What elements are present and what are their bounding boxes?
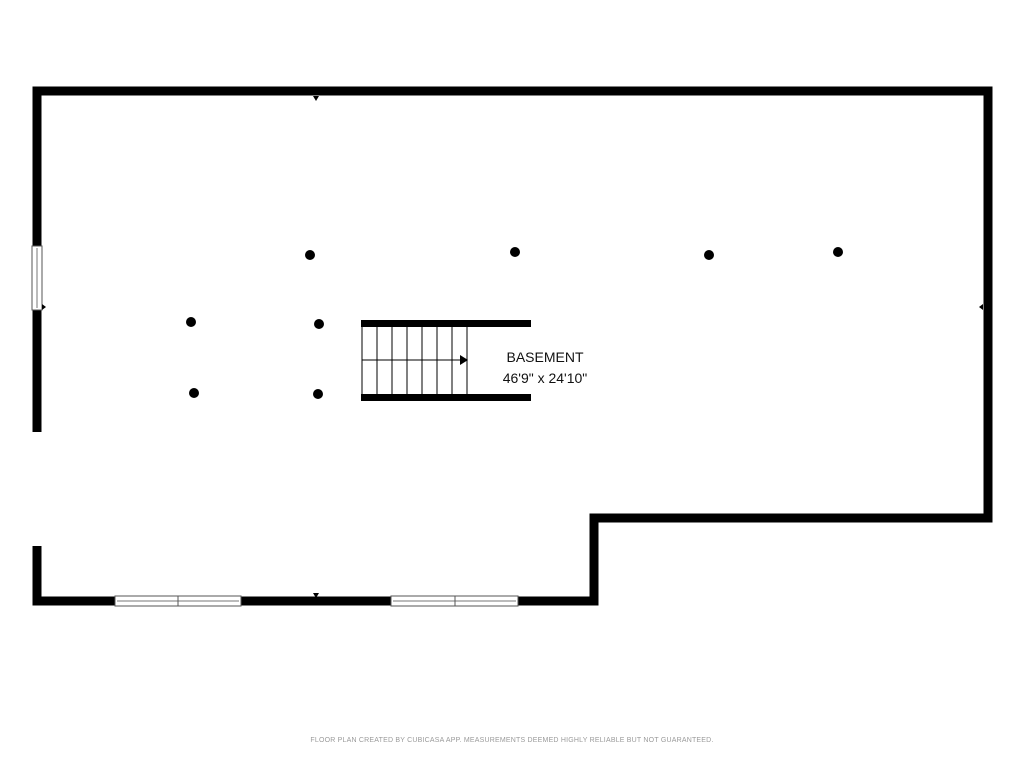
support-post [189, 388, 199, 398]
window-bottom-right [390, 595, 519, 607]
support-post [313, 389, 323, 399]
wall-tick-left [42, 304, 46, 310]
support-post [704, 250, 714, 260]
footer-disclaimer: FLOOR PLAN CREATED BY CUBICASA APP. MEAS… [310, 737, 714, 744]
support-post [510, 247, 520, 257]
support-post [186, 317, 196, 327]
wall-tick-right [979, 304, 983, 310]
window-left-wall [31, 245, 43, 311]
room-dimensions: 46'9" x 24'10" [503, 370, 588, 386]
support-posts [186, 247, 843, 399]
support-post [833, 247, 843, 257]
wall-tick-bottom [313, 593, 319, 598]
room-name: BASEMENT [506, 349, 583, 365]
staircase [361, 320, 531, 401]
stair-wall-top [361, 320, 531, 327]
stair-arrow-icon [460, 355, 468, 365]
window-bottom-left [114, 595, 242, 607]
stair-wall-bottom [361, 394, 531, 401]
exterior-wall [32, 86, 993, 606]
support-post [314, 319, 324, 329]
wall-tick-top [313, 96, 319, 101]
support-post [305, 250, 315, 260]
